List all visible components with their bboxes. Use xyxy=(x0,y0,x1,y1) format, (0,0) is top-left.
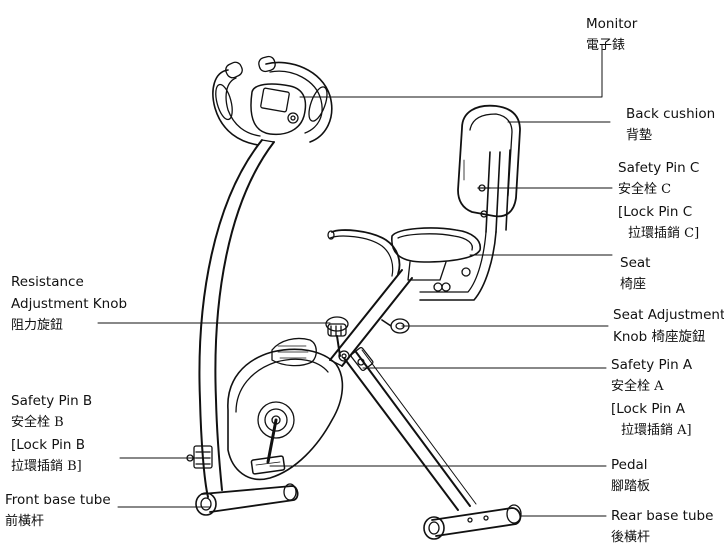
label-safety-pin-b-zh: 安全栓 B xyxy=(11,415,64,430)
handlebar xyxy=(212,55,333,146)
label-resistance-knob: Resistance Adjustment Knob 阻力旋鈕 xyxy=(11,271,127,337)
back-cushion-shape xyxy=(457,104,521,218)
rear-support xyxy=(343,346,477,511)
rear-base-tube-shape xyxy=(423,504,522,540)
label-lock-pin-a-zh: 拉環插銷 A] xyxy=(621,423,692,438)
label-seat-en: Seat xyxy=(620,255,651,271)
label-seat-adjustment-knob-en2: Knob 椅座旋鈕 xyxy=(613,329,706,345)
label-safety-pin-b-en: Safety Pin B xyxy=(11,393,93,409)
label-pedal-zh: 腳踏板 xyxy=(611,479,651,494)
label-back-cushion-en: Back cushion xyxy=(626,106,716,122)
crank-pedal xyxy=(250,418,286,475)
side-handles xyxy=(327,229,401,277)
label-front-base-tube-zh: 前橫杆 xyxy=(5,514,45,529)
main-frame xyxy=(329,269,413,367)
label-resistance-knob-zh: 阻力旋鈕 xyxy=(11,318,64,333)
label-safety-pin-a-en: Safety Pin A xyxy=(611,357,693,373)
label-lock-pin-b-zh: 拉環插銷 B] xyxy=(11,459,82,474)
flywheel-housing xyxy=(227,337,344,481)
label-seat: Seat 椅座 xyxy=(620,252,650,296)
label-lock-pin-c-zh: 拉環插銷 C] xyxy=(628,226,700,241)
leader-lines xyxy=(97,44,613,517)
label-seat-adjustment-knob-en1: Seat Adjustment xyxy=(613,307,724,323)
label-rear-base-tube: Rear base tube 後橫杆 xyxy=(611,505,713,549)
label-monitor-zh: 電子錶 xyxy=(586,38,626,53)
label-resistance-knob-en2: Adjustment Knob xyxy=(11,296,128,312)
label-lock-pin-b-en: [Lock Pin B xyxy=(11,437,86,453)
label-pedal-en: Pedal xyxy=(611,457,648,473)
label-front-base-tube: Front base tube 前橫杆 xyxy=(5,489,111,533)
label-pedal: Pedal 腳踏板 xyxy=(611,454,650,498)
label-back-cushion-zh: 背墊 xyxy=(626,128,653,143)
label-safety-pin-c-en: Safety Pin C xyxy=(618,160,700,176)
label-seat-adjustment-knob: Seat Adjustment Knob 椅座旋鈕 xyxy=(613,304,724,348)
label-safety-pin-b: Safety Pin B 安全栓 B [Lock Pin B 拉環插銷 B] xyxy=(11,390,92,478)
label-rear-base-tube-zh: 後橫杆 xyxy=(611,530,651,545)
label-front-base-tube-en: Front base tube xyxy=(5,492,111,508)
front-upright xyxy=(198,139,275,498)
label-lock-pin-c-en: [Lock Pin C xyxy=(618,204,693,220)
label-safety-pin-a: Safety Pin A 安全栓 A [Lock Pin A 拉環插銷 A] xyxy=(611,354,692,442)
label-lock-pin-a-en: [Lock Pin A xyxy=(611,401,686,417)
label-monitor: Monitor 電子錶 xyxy=(586,13,637,57)
safety-pin-b-shape xyxy=(186,445,213,469)
label-resistance-knob-en1: Resistance xyxy=(11,274,84,290)
label-back-cushion: Back cushion 背墊 xyxy=(626,103,715,147)
front-base-tube-shape xyxy=(195,483,299,516)
label-safety-pin-c: Safety Pin C 安全栓 C [Lock Pin C 拉環插銷 C] xyxy=(618,157,699,245)
label-monitor-en: Monitor xyxy=(586,16,638,32)
label-rear-base-tube-en: Rear base tube xyxy=(611,508,714,524)
label-safety-pin-a-zh: 安全栓 A xyxy=(611,379,664,394)
label-safety-pin-c-zh: 安全栓 C xyxy=(618,182,672,197)
monitor xyxy=(250,83,307,136)
back-support-frame xyxy=(419,149,511,301)
seat-adjustment-knob-shape xyxy=(381,318,410,334)
label-seat-zh: 椅座 xyxy=(620,277,647,292)
seat-shape xyxy=(391,227,481,292)
